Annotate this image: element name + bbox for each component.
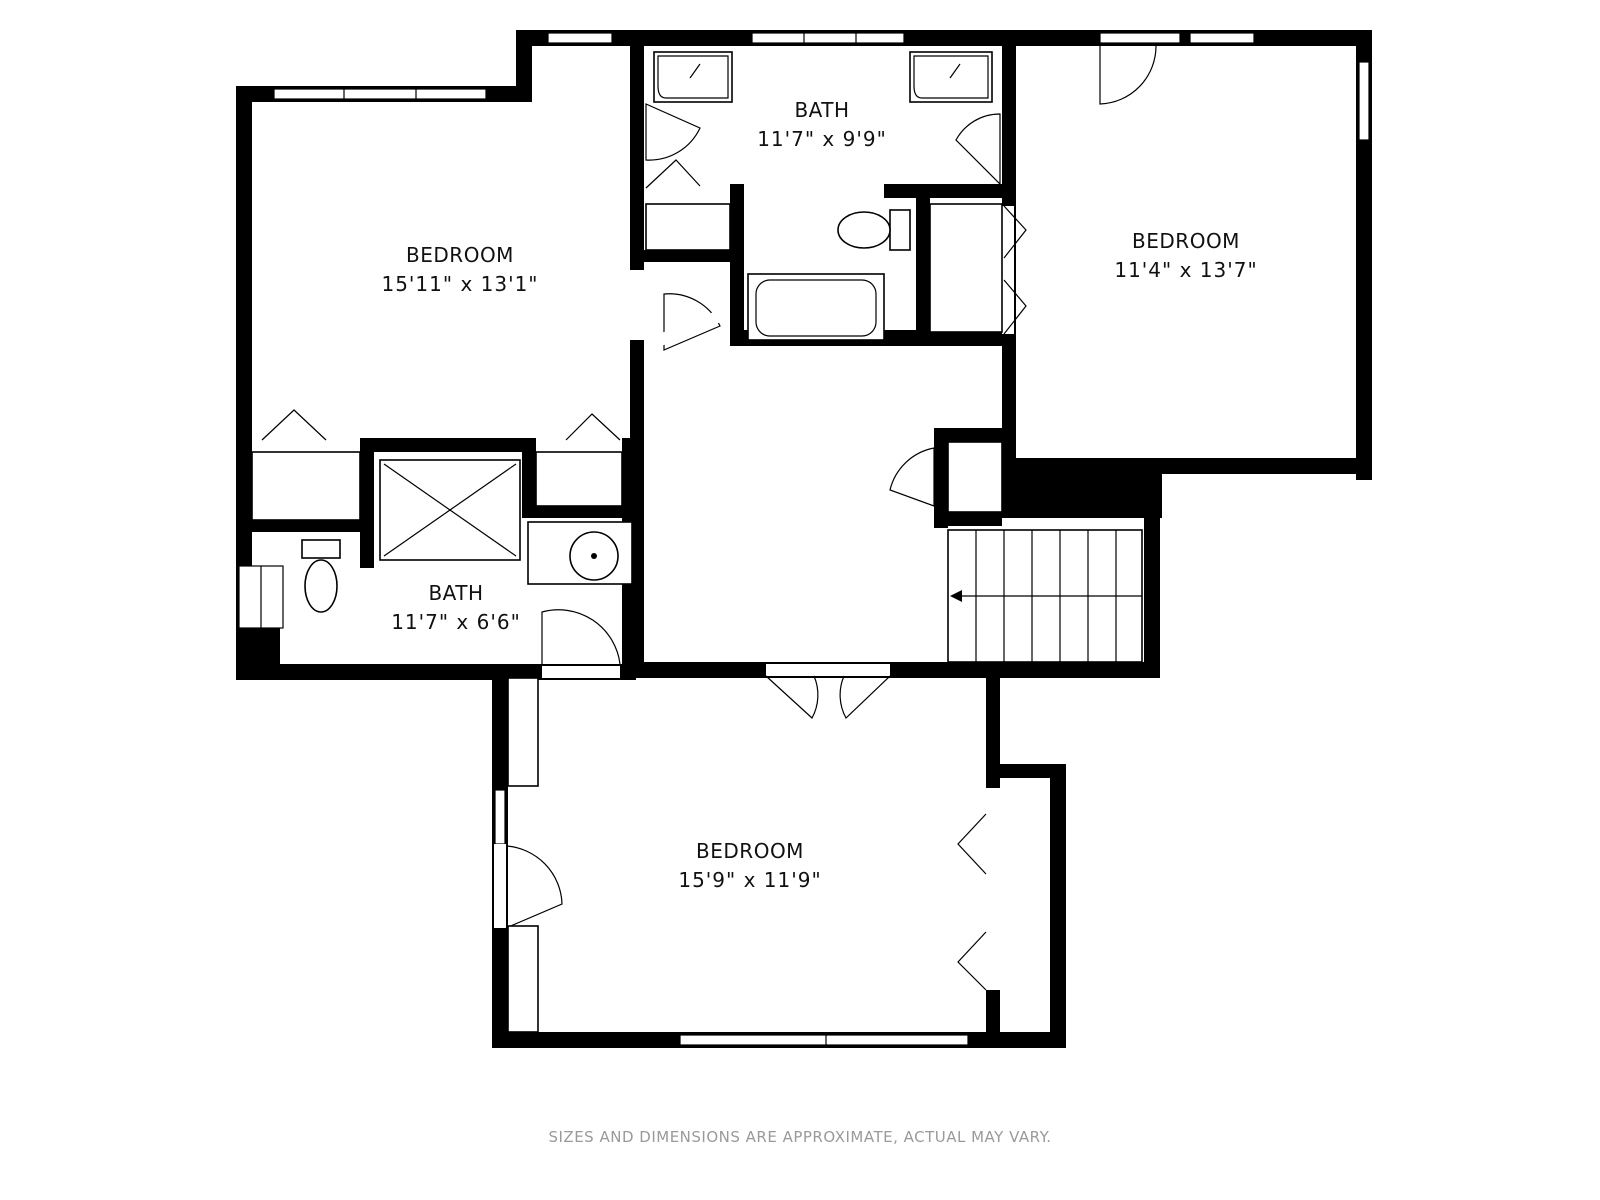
room-label-bedroom-nw: BEDROOM 15'11" x 13'1" — [381, 243, 538, 296]
room-dimensions: 15'11" x 13'1" — [381, 272, 538, 296]
walls — [236, 30, 1372, 1048]
fixtures — [251, 51, 1143, 663]
room-name: BATH — [428, 581, 483, 605]
disclaimer-text: SIZES AND DIMENSIONS ARE APPROXIMATE, AC… — [548, 1128, 1052, 1146]
room-dimensions: 11'7" x 9'9" — [757, 127, 887, 151]
windows — [238, 32, 1370, 1046]
room-label-bedroom-s: BEDROOM 15'9" x 11'9" — [678, 839, 821, 892]
room-dimensions: 11'7" x 6'6" — [391, 610, 521, 634]
doors — [261, 45, 1157, 1033]
room-dimensions: 11'4" x 13'7" — [1114, 258, 1257, 282]
room-label-bath-left: BATH 11'7" x 6'6" — [391, 581, 521, 634]
staircase — [947, 529, 1143, 663]
room-label-bath-top: BATH 11'7" x 9'9" — [757, 98, 887, 151]
room-name: BEDROOM — [1132, 229, 1240, 253]
room-label-bedroom-ne: BEDROOM 11'4" x 13'7" — [1114, 229, 1257, 282]
room-name: BEDROOM — [406, 243, 514, 267]
room-name: BATH — [794, 98, 849, 122]
room-name: BEDROOM — [696, 839, 804, 863]
room-dimensions: 15'9" x 11'9" — [678, 868, 821, 892]
